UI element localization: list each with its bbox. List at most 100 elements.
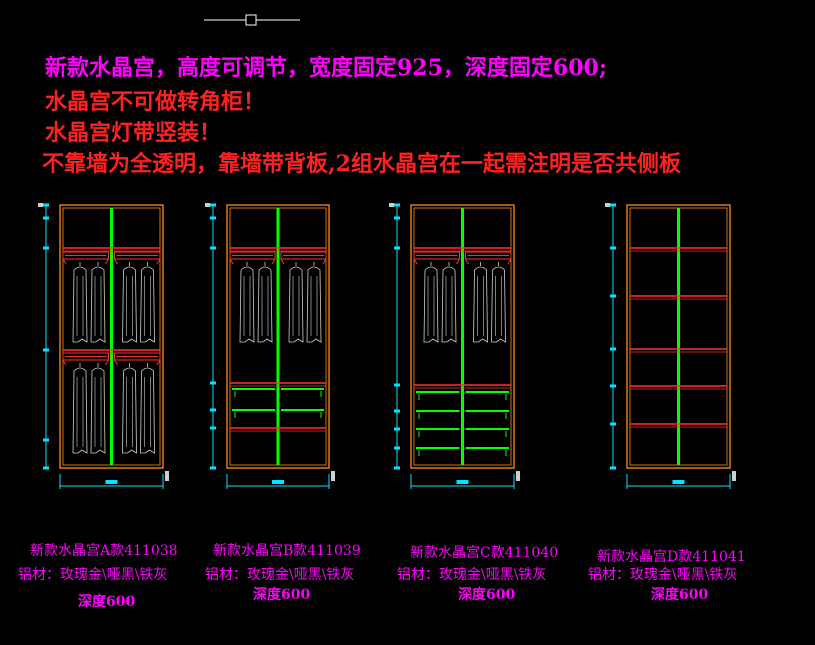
garment-outline: [90, 363, 106, 454]
dimension-mark: [610, 203, 616, 207]
garment-fold: [76, 377, 84, 447]
cabinet-b: [205, 203, 335, 489]
garment-fold: [94, 276, 102, 336]
rail-bracket: [271, 258, 276, 265]
garment-shape: [140, 363, 155, 454]
garment-shape: [288, 262, 304, 343]
garment-shape: [90, 363, 106, 454]
dimension-mark: [394, 246, 400, 250]
rail-bracket: [105, 258, 109, 265]
note-line-3: 水晶宫灯带竖装！: [45, 120, 222, 146]
garment-fold: [445, 276, 453, 336]
garment-fold: [427, 276, 435, 336]
garment-shape: [122, 262, 137, 343]
cabinet-d: [605, 203, 736, 489]
garment-shape: [122, 363, 137, 454]
top-label-mark: [38, 203, 43, 207]
hanging-rail: [229, 251, 276, 260]
dimension-mark: [394, 383, 400, 387]
model-d-depth: 深度600: [651, 587, 709, 603]
rail-bracket: [62, 359, 67, 366]
garment-outline: [473, 262, 488, 343]
cabinet-frame: [59, 204, 164, 469]
rail-bracket: [114, 359, 118, 366]
side-label-mark: [516, 471, 520, 481]
model-d-material: 铝材：玫瑰金\哑黑\铁灰: [588, 567, 738, 583]
hanging-rail: [62, 352, 109, 361]
garment-outline: [72, 262, 88, 343]
width-label-mark: [272, 480, 284, 484]
dimension-mark: [210, 246, 216, 250]
garment-shape: [239, 262, 255, 343]
garment-fold: [495, 276, 502, 336]
side-label-mark: [165, 471, 169, 481]
view-marker: [204, 14, 300, 26]
rail-bracket: [114, 258, 118, 265]
cabinet-frame: [410, 204, 515, 469]
garment-shape: [90, 262, 106, 343]
garment-outline: [122, 262, 137, 343]
garment-fold: [144, 377, 151, 447]
hanging-rail: [62, 251, 109, 260]
garment-shape: [72, 262, 88, 343]
model-c-name: 新款水晶宫C款411040: [410, 545, 559, 561]
dimension-mark: [610, 384, 616, 388]
garment-outline: [441, 262, 457, 343]
garment-shape: [441, 262, 457, 343]
garment-shape: [423, 262, 439, 343]
width-label-mark: [456, 480, 469, 484]
garment-shape: [491, 262, 506, 343]
dimension-mark: [394, 466, 400, 470]
dimension-mark: [210, 203, 216, 207]
garment-outline: [288, 262, 304, 343]
garment-outline: [491, 262, 506, 343]
dimension-mark: [610, 347, 616, 351]
rail-bracket: [456, 258, 460, 265]
hanging-rail: [465, 251, 512, 260]
rail-bracket: [413, 258, 418, 265]
dimension-mark: [394, 446, 400, 450]
dimension-mark: [43, 216, 49, 220]
garment-shape: [140, 262, 155, 343]
dimension-mark: [43, 466, 49, 470]
dimension-mark: [394, 427, 400, 431]
garment-outline: [140, 363, 155, 454]
garment-shape: [72, 363, 88, 454]
dimension-mark: [43, 203, 49, 207]
dimension-mark: [394, 203, 400, 207]
hanging-rail: [114, 352, 161, 361]
garment-outline: [257, 262, 273, 343]
garment-outline: [306, 262, 322, 343]
dimension-mark: [394, 216, 400, 220]
model-b-material: 铝材：玫瑰金\哑黑\铁灰: [205, 567, 355, 583]
garment-shape: [473, 262, 488, 343]
dimension-mark: [43, 246, 49, 250]
garment-fold: [243, 276, 251, 336]
garment-shape: [306, 262, 322, 343]
garment-outline: [423, 262, 439, 343]
note-line-2: 水晶宫不可做转角柜！: [45, 89, 266, 115]
width-label-mark: [105, 480, 118, 484]
rail-bracket: [322, 258, 327, 265]
garment-fold: [76, 276, 84, 336]
rail-bracket: [465, 258, 469, 265]
garment-fold: [261, 276, 269, 336]
garment-fold: [144, 276, 151, 336]
side-label-mark: [732, 471, 736, 481]
dimension-mark: [210, 216, 216, 220]
cabinet-a: [38, 203, 169, 489]
rail-bracket: [280, 258, 285, 265]
garment-outline: [122, 363, 137, 454]
hanging-rail: [413, 251, 460, 260]
garment-shape: [257, 262, 273, 343]
rail-bracket: [156, 359, 161, 366]
dimension-mark: [43, 438, 49, 442]
garment-outline: [90, 262, 106, 343]
garment-fold: [477, 276, 484, 336]
garment-fold: [310, 276, 318, 336]
rail-bracket: [62, 258, 67, 265]
dimension-mark: [394, 409, 400, 413]
garment-fold: [126, 276, 133, 336]
dimension-mark: [210, 381, 216, 385]
